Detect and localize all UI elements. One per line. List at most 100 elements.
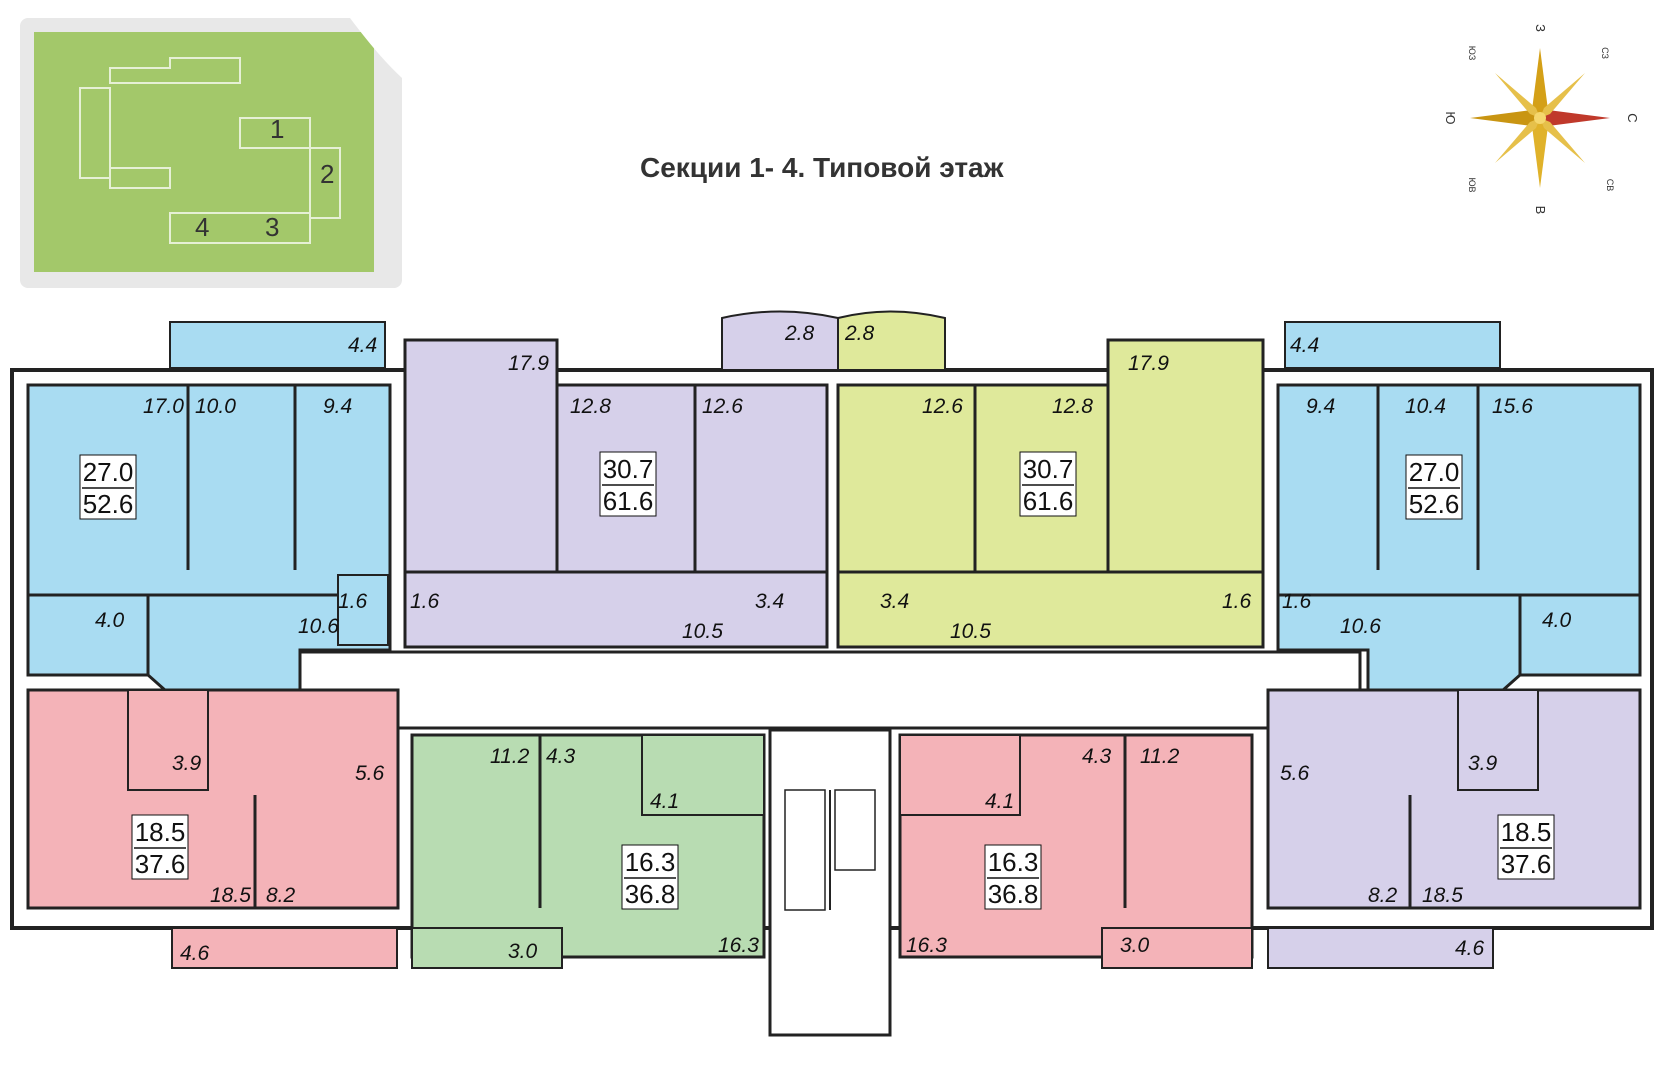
area-label-box <box>621 844 679 910</box>
room-area-label: 8.2 <box>1368 884 1398 907</box>
room-area-label: 8.2 <box>266 884 296 907</box>
room-area-label: 4.1 <box>985 790 1014 813</box>
room-area-label: 17.9 <box>508 352 549 375</box>
apartment-total-area: 37.6 <box>1501 849 1552 879</box>
room-area-label: 1.6 <box>410 590 440 613</box>
minimap-section-1: 1 <box>270 114 284 144</box>
room-area-label: 4.0 <box>1542 609 1572 632</box>
room-area-label: 4.0 <box>95 609 125 632</box>
apartment-total-area: 36.8 <box>625 879 676 909</box>
site-minimap: 1 2 3 4 <box>20 18 402 288</box>
apartment-area-labels: 27.0 52.6 30.7 61.6 30.7 61.6 27.0 52.6 … <box>79 451 1555 910</box>
apartment-living-area: 30.7 <box>603 454 654 484</box>
compass-ray-icon <box>1532 118 1548 188</box>
room-area-label: 2.8 <box>844 322 875 345</box>
apartment-living-area: 18.5 <box>135 817 186 847</box>
compass-center-icon <box>1534 112 1546 124</box>
room-area-label: 1.6 <box>1282 590 1312 613</box>
compass-ray-icon <box>1470 110 1540 126</box>
room-area-label: 10.0 <box>195 395 236 418</box>
compass-ray-icon <box>1495 118 1540 163</box>
compass-label-ne: СВ <box>1605 179 1615 192</box>
compass-label-e: В <box>1533 206 1548 215</box>
apartment-total-area: 61.6 <box>603 486 654 516</box>
apartment-total-area: 36.8 <box>988 879 1039 909</box>
room-area-label: 5.6 <box>1280 762 1310 785</box>
apartment-green <box>410 733 766 969</box>
room-area-label: 4.6 <box>180 942 210 965</box>
room-area-label: 10.5 <box>950 620 991 643</box>
area-label-box <box>79 454 137 520</box>
room-area-label: 3.0 <box>1120 934 1150 957</box>
room-area-label: 4.3 <box>546 745 576 768</box>
compass-ray-icon <box>1532 48 1548 118</box>
room-area-label: 4.4 <box>1290 334 1319 357</box>
apartment-total-area: 37.6 <box>135 849 186 879</box>
apartment-violet-right <box>1266 688 1642 969</box>
room-area-label: 11.2 <box>490 745 530 768</box>
room-area-label: 17.0 <box>143 395 184 418</box>
floor-plan: 27.0 52.6 30.7 61.6 30.7 61.6 27.0 52.6 … <box>10 310 1654 1037</box>
compass-label-sw: ЮЗ <box>1467 46 1477 61</box>
room-area-label: 12.8 <box>570 395 611 418</box>
room-area-label: 3.9 <box>1468 752 1498 775</box>
area-label-box <box>1405 454 1463 520</box>
apartment-total-area: 52.6 <box>1409 489 1460 519</box>
room-area-label: 10.4 <box>1405 395 1446 418</box>
room-area-label: 1.6 <box>338 590 368 613</box>
compass-label-se: ЮВ <box>1467 177 1477 192</box>
apartment-living-area: 27.0 <box>83 457 134 487</box>
room-area-label: 2.8 <box>784 322 815 345</box>
room-area-label: 3.0 <box>508 940 538 963</box>
minimap-building-outline <box>79 57 341 244</box>
room-area-label: 17.9 <box>1128 352 1169 375</box>
corridor <box>298 650 1362 730</box>
compass-label-w: З <box>1533 24 1548 32</box>
apartment-pink-center <box>898 733 1254 969</box>
minimap-green-area <box>34 32 374 272</box>
area-label-box <box>984 844 1042 910</box>
minimap-section-2: 2 <box>320 159 334 189</box>
room-area-label: 4.3 <box>1082 745 1112 768</box>
room-area-label: 12.8 <box>1052 395 1093 418</box>
room-area-label: 4.1 <box>650 790 679 813</box>
room-area-label: 9.4 <box>323 395 352 418</box>
area-label-box <box>599 451 657 517</box>
apartment-living-area: 16.3 <box>988 847 1039 877</box>
room-area-label: 16.3 <box>906 934 947 957</box>
room-area-label: 5.6 <box>355 762 385 785</box>
compass-ray-icon <box>1540 73 1585 118</box>
apartment-blue-left <box>26 321 392 734</box>
room-area-label: 11.2 <box>1140 745 1180 768</box>
room-area-label: 18.5 <box>210 884 251 907</box>
compass-ray-icon <box>1495 73 1540 118</box>
room-area-label: 4.6 <box>1455 937 1485 960</box>
compass-ray-icon <box>1540 118 1585 163</box>
room-area-labels: 4.4 17.0 10.0 9.4 1.6 10.6 4.0 17.9 12.8… <box>95 322 1572 965</box>
stairwell <box>768 728 892 1037</box>
area-label-box <box>1497 814 1555 880</box>
room-area-label: 18.5 <box>1422 884 1463 907</box>
compass-ray-icon <box>1540 110 1610 126</box>
minimap-section-3: 3 <box>265 212 279 242</box>
apartment-total-area: 52.6 <box>83 489 134 519</box>
compass-rose-icon: З С В Ю СЗ СВ ЮВ ЮЗ <box>1443 24 1640 215</box>
room-area-label: 10.5 <box>682 620 723 643</box>
area-label-box <box>1019 451 1077 517</box>
room-area-label: 3.9 <box>172 752 202 775</box>
room-area-label: 16.3 <box>718 934 759 957</box>
apartment-living-area: 27.0 <box>1409 457 1460 487</box>
apartment-living-area: 30.7 <box>1023 454 1074 484</box>
room-area-label: 4.4 <box>348 334 377 357</box>
room-area-label: 3.4 <box>755 590 784 613</box>
page-title: Секции 1- 4. Типовой этаж <box>640 152 1004 183</box>
compass-label-n: С <box>1625 113 1640 122</box>
apartment-living-area: 16.3 <box>625 847 676 877</box>
room-area-label: 12.6 <box>702 395 743 418</box>
room-area-label: 9.4 <box>1306 395 1335 418</box>
area-label-box <box>131 814 189 880</box>
room-area-label: 10.6 <box>298 615 339 638</box>
minimap-page-curl <box>350 18 402 78</box>
apartment-total-area: 61.6 <box>1023 486 1074 516</box>
apartment-living-area: 18.5 <box>1501 817 1552 847</box>
